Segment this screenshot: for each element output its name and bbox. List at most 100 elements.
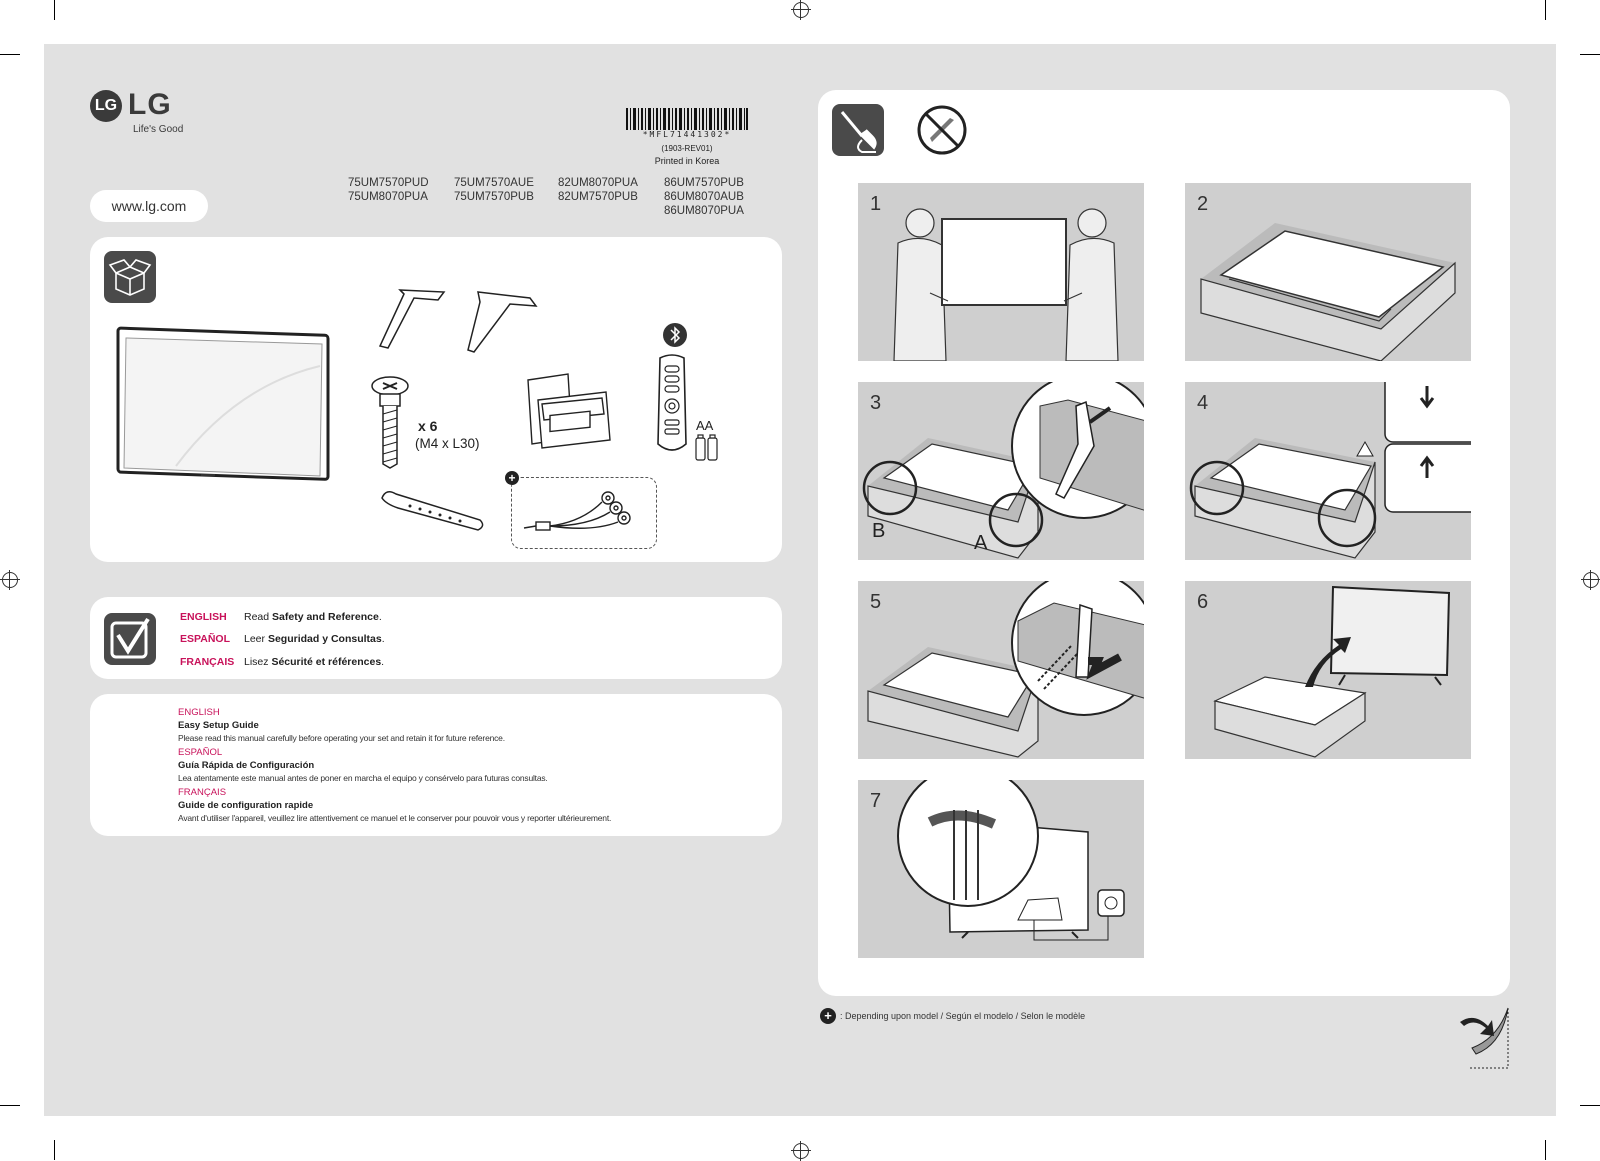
read-manual-card bbox=[90, 597, 782, 679]
attach-stand-illustration bbox=[862, 382, 1144, 559]
model-number: 75UM8070PUA bbox=[348, 191, 428, 203]
step-number: 4 bbox=[1197, 392, 1209, 414]
model-number bbox=[558, 205, 664, 217]
guide-info-card bbox=[90, 694, 782, 836]
step-number: 6 bbox=[1197, 591, 1209, 613]
website-label[interactable]: www.lg.com bbox=[90, 190, 208, 222]
screwdriver-icon bbox=[832, 104, 884, 156]
av-cable-icon bbox=[523, 491, 631, 531]
read-instruction: Lisez Sécurité et références. bbox=[244, 656, 385, 668]
no-sharp-tool-icon bbox=[917, 105, 967, 155]
model-number: 75UM7570PUD bbox=[348, 177, 429, 189]
screw-size: (M4 x L30) bbox=[415, 436, 480, 451]
stand-tv-upright-illustration bbox=[1213, 585, 1451, 758]
guide-language: ESPAÑOL bbox=[178, 747, 223, 758]
step-1-panel: 1 bbox=[858, 183, 1144, 361]
stand-leg-b-icon bbox=[467, 291, 538, 353]
registration-mark bbox=[0, 570, 20, 590]
model-list: 75UM7570PUD 75UM7570AUE 82UM8070PUA 86UM… bbox=[348, 177, 758, 217]
language-label: ESPAÑOL bbox=[180, 633, 230, 645]
model-number bbox=[454, 205, 558, 217]
lg-logo-mark: LG bbox=[90, 90, 122, 122]
plus-icon: + bbox=[820, 1008, 836, 1024]
page-turn-icon bbox=[1460, 1007, 1509, 1069]
guide-text-block: ENGLISH Easy Setup Guide Please read thi… bbox=[178, 706, 611, 825]
step-6-panel: 6 bbox=[1185, 581, 1471, 759]
language-label: ENGLISH bbox=[180, 611, 227, 623]
read-row-french: FRANÇAIS Lisez Sécurité et références. bbox=[180, 656, 384, 668]
read-row-spanish: ESPAÑOL Leer Seguridad y Consultas. bbox=[180, 633, 385, 645]
barcode-number: *MFL71441302* bbox=[642, 130, 732, 139]
two-people-lifting-illustration bbox=[893, 208, 1119, 361]
footnote: + : Depending upon model / Según el mode… bbox=[820, 1008, 1085, 1024]
step-3-panel: 3 B A bbox=[858, 382, 1144, 560]
read-instruction: Read Safety and Reference. bbox=[244, 611, 382, 623]
model-number: 86UM8070AUB bbox=[664, 191, 744, 203]
model-number bbox=[348, 205, 454, 217]
cable-holder-icon bbox=[381, 491, 484, 531]
guide-description: Avant d'utiliser l'appareil, veuillez li… bbox=[178, 813, 612, 823]
cable-management-illustration bbox=[897, 780, 1125, 941]
crop-mark bbox=[1580, 54, 1600, 55]
model-number: 86UM8070PUA bbox=[664, 205, 744, 217]
step-number: 2 bbox=[1197, 193, 1209, 215]
step-number: 7 bbox=[870, 790, 882, 812]
registration-mark bbox=[791, 0, 811, 20]
screw-stand-illustration bbox=[867, 581, 1144, 758]
crop-mark bbox=[0, 54, 20, 55]
battery-label: AA bbox=[696, 418, 714, 433]
registration-mark bbox=[791, 1141, 811, 1161]
guide-title: Guide de configuration rapide bbox=[178, 800, 314, 811]
crop-mark bbox=[1545, 1140, 1546, 1160]
guide-title: Easy Setup Guide bbox=[178, 720, 259, 731]
lg-logo-text: LG bbox=[128, 88, 172, 121]
stand-lock-illustration bbox=[1189, 382, 1471, 559]
step-2-panel: 2 bbox=[1185, 183, 1471, 361]
battery-icon bbox=[695, 434, 718, 461]
guide-description: Please read this manual carefully before… bbox=[178, 733, 505, 743]
unbox-icon bbox=[104, 251, 156, 303]
stand-label-a: A bbox=[974, 532, 988, 554]
checkmark-icon bbox=[104, 613, 156, 665]
step-5-panel: 5 bbox=[858, 581, 1144, 759]
guide-title: Guía Rápida de Configuración bbox=[178, 760, 315, 771]
crop-mark bbox=[54, 1140, 55, 1160]
bluetooth-icon bbox=[663, 323, 687, 347]
guide-language: ENGLISH bbox=[178, 707, 220, 718]
step-number: 3 bbox=[870, 392, 882, 414]
step-number: 5 bbox=[870, 591, 882, 613]
model-number: 86UM7570PUB bbox=[664, 177, 744, 189]
model-number: 82UM8070PUA bbox=[558, 177, 638, 189]
step-number: 1 bbox=[870, 193, 882, 215]
crop-mark bbox=[1545, 0, 1546, 20]
stand-leg-a-icon bbox=[378, 289, 446, 349]
screw-icon bbox=[371, 376, 409, 469]
stand-label-b: B bbox=[872, 520, 886, 542]
model-number: 75UM7570AUE bbox=[454, 177, 534, 189]
model-number: 82UM7570PUB bbox=[558, 191, 638, 203]
optional-plus-icon: + bbox=[505, 471, 519, 485]
model-number: 75UM7570PUB bbox=[454, 191, 534, 203]
step-7-panel: 7 bbox=[858, 780, 1144, 958]
read-row-english: ENGLISH Read Safety and Reference. bbox=[180, 611, 382, 623]
tagline: Life's Good bbox=[133, 124, 184, 135]
screw-quantity: x 6 bbox=[418, 418, 438, 434]
step-4-panel: 4 bbox=[1185, 382, 1471, 560]
crop-mark bbox=[54, 0, 55, 20]
barcode-icon bbox=[626, 108, 748, 130]
optional-cable-box bbox=[511, 477, 657, 549]
language-label: FRANÇAIS bbox=[180, 656, 235, 668]
read-instruction: Leer Seguridad y Consultas. bbox=[244, 633, 385, 645]
revision-label: (1903-REV01) bbox=[661, 144, 713, 153]
guide-description: Lea atentamente este manual antes de pon… bbox=[178, 773, 548, 783]
manual-booklet-icon bbox=[527, 373, 611, 449]
registration-mark bbox=[1581, 570, 1600, 590]
footnote-text: : Depending upon model / Según el modelo… bbox=[840, 1011, 1086, 1021]
magic-remote-icon bbox=[657, 354, 687, 451]
printed-in-label: Printed in Korea bbox=[654, 156, 720, 166]
crop-mark bbox=[1580, 1105, 1600, 1106]
tv-front-illustration bbox=[116, 326, 330, 481]
crop-mark bbox=[0, 1105, 20, 1106]
tv-face-down-illustration bbox=[1200, 223, 1456, 361]
guide-language: FRANÇAIS bbox=[178, 787, 227, 798]
